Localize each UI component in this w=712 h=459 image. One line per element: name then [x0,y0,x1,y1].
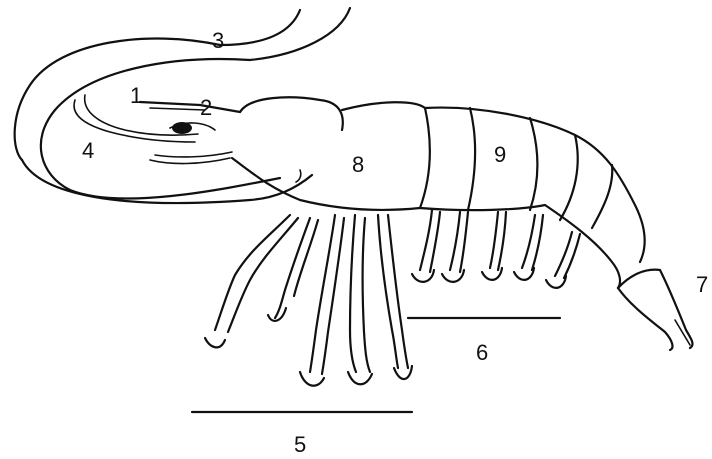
label-7: 7 [696,272,708,297]
antenna-long [15,8,350,203]
abdomen [420,108,645,288]
swimmerets [412,210,580,288]
label-6: 6 [476,340,488,365]
telson [618,270,693,350]
eye-icon [170,122,215,134]
cephalothorax [232,97,425,210]
label-1: 1 [130,83,142,108]
label-8: 8 [352,152,364,177]
label-2: 2 [200,95,212,120]
walking-legs [205,215,412,386]
rostrum [140,102,240,112]
label-3: 3 [212,28,224,53]
label-9: 9 [494,142,506,167]
label-5: 5 [294,432,306,457]
label-4: 4 [82,138,94,163]
